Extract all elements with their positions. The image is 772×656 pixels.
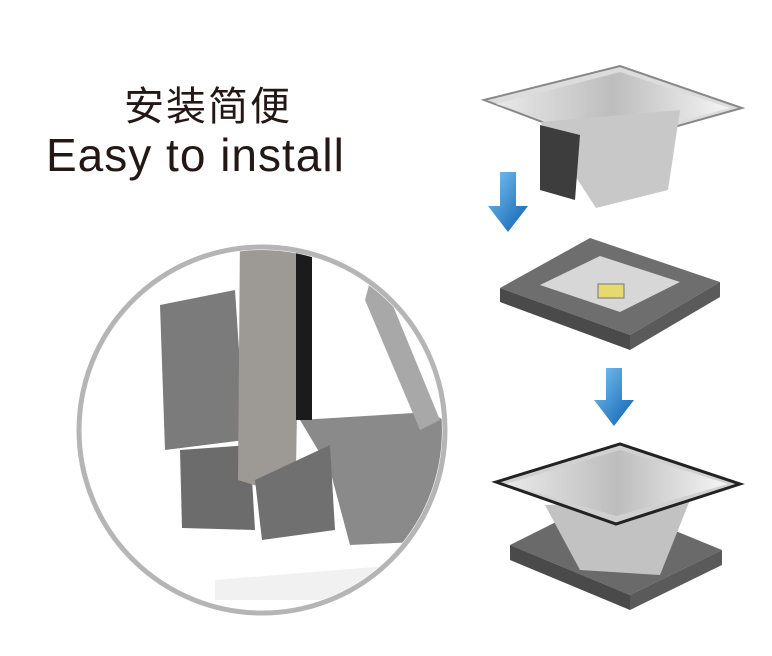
down-arrow-icon xyxy=(488,172,528,232)
heading-english: Easy to install xyxy=(46,129,345,181)
assembled-product xyxy=(491,442,745,610)
heading-chinese: 安装简便 xyxy=(124,84,292,130)
down-arrow-icon xyxy=(594,368,634,426)
reflector-part xyxy=(480,64,746,208)
housing-part xyxy=(500,238,720,350)
detail-magnifier xyxy=(76,244,448,616)
